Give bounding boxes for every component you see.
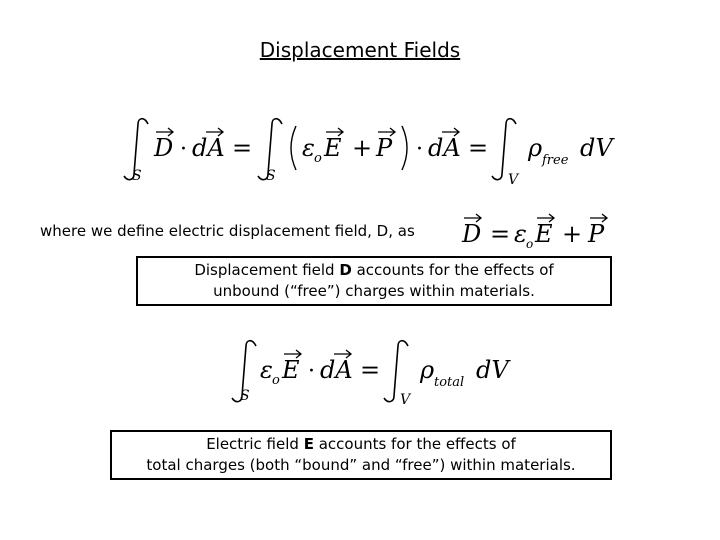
symbol-epsilon: ε <box>514 220 527 248</box>
vector-arrow <box>326 127 345 137</box>
equals-sign: = <box>232 134 252 162</box>
page-title: Displacement Fields <box>259 38 461 62</box>
integral-sign <box>491 117 517 181</box>
symbol-d: D <box>461 220 481 248</box>
vector-arrow <box>537 213 556 223</box>
vector-arrow <box>206 127 225 137</box>
symbol-e: E <box>534 220 553 248</box>
vector-arrow <box>590 213 609 223</box>
note-box-displacement: Displacement field D accounts for the ef… <box>136 256 612 306</box>
equals-sign: = <box>360 356 380 384</box>
right-paren <box>401 125 408 171</box>
dot-operator: · <box>308 359 315 384</box>
symbol-rho: ρ <box>419 356 434 384</box>
epsilon-subscript: o <box>526 237 533 251</box>
note-box-electric: Electric field E accounts for the effect… <box>110 430 612 480</box>
symbol-p: P <box>587 220 605 248</box>
symbol-dv: dV <box>476 356 511 384</box>
dot-operator: · <box>416 137 423 162</box>
integral-subscript: V <box>400 392 412 408</box>
symbol-e: E <box>323 134 342 162</box>
note-line: Displacement field D accounts for the ef… <box>194 261 554 279</box>
equals-sign: = <box>468 134 488 162</box>
integral-subscript: S <box>266 168 276 184</box>
vector-arrow <box>378 127 397 137</box>
bold-symbol: E <box>303 435 314 453</box>
vector-arrow <box>156 127 175 137</box>
integral-sign <box>231 339 257 403</box>
symbol-epsilon: ε <box>302 134 315 162</box>
symbol-p: P <box>375 134 393 162</box>
dot-operator: · <box>180 137 187 162</box>
vector-arrow <box>284 349 303 359</box>
epsilon-subscript: o <box>314 151 322 166</box>
integral-sign <box>123 117 149 181</box>
symbol-da: dA <box>428 134 461 162</box>
note-line: Electric field E accounts for the effect… <box>206 435 516 453</box>
equation-gauss-electric: S ε o E · dA = V ρ total dV <box>228 339 528 410</box>
left-paren <box>290 125 297 171</box>
integral-subscript: S <box>132 168 142 184</box>
bold-symbol: D <box>339 261 352 279</box>
rho-subscript: total <box>434 375 464 390</box>
integral-sign <box>383 339 409 403</box>
integral-subscript: S <box>240 388 250 404</box>
symbol-rho: ρ <box>527 134 542 162</box>
vector-arrow <box>442 127 461 137</box>
symbol-da: dA <box>320 356 353 384</box>
equation-gauss-displacement: S D · dA = S ε o E + P · dA = V ρ free d… <box>118 110 638 190</box>
epsilon-subscript: o <box>272 373 280 388</box>
vector-arrow <box>464 213 483 223</box>
plus-sign: + <box>562 220 582 248</box>
note-line: total charges (both “bound” and “free”) … <box>146 456 576 474</box>
note-line: unbound (“free”) charges within material… <box>213 282 535 300</box>
symbol-e: E <box>281 356 300 384</box>
plus-sign: + <box>352 134 372 162</box>
vector-arrow <box>334 349 353 359</box>
equals-sign: = <box>490 220 510 248</box>
symbol-da: dA <box>192 134 225 162</box>
equation-displacement-definition: D = ε o E + P <box>461 208 622 252</box>
symbol-d: D <box>153 134 173 162</box>
intro-text: where we define electric displacement fi… <box>40 222 415 240</box>
integral-subscript: V <box>508 172 520 188</box>
rho-subscript: free <box>541 153 569 168</box>
symbol-epsilon: ε <box>260 356 273 384</box>
integral-sign <box>257 117 283 181</box>
symbol-dv: dV <box>580 134 615 162</box>
